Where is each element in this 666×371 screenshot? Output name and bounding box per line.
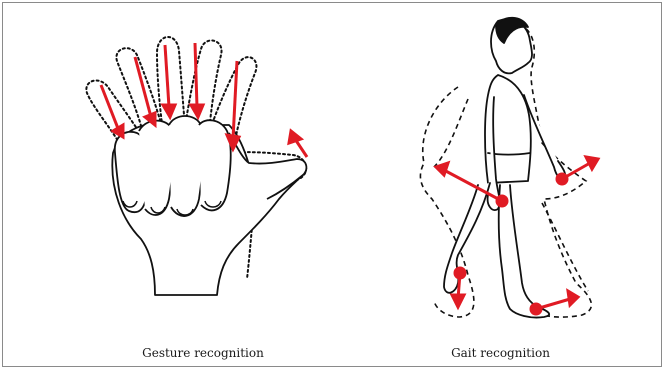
gesture-panel: Gesture recognition [53, 3, 353, 323]
joint-heel-back [455, 268, 465, 278]
joint-foot-front [531, 304, 541, 314]
arrow-index-head [191, 105, 203, 117]
back-leg [444, 183, 490, 293]
gesture-caption: Gesture recognition [53, 342, 353, 364]
arrow-pinky [101, 85, 119, 131]
ghost-back-arm [434, 99, 468, 167]
gait-panel: Gait recognition [348, 3, 653, 323]
joint-hand-front [557, 174, 567, 184]
curled-hand-solid [112, 116, 306, 295]
figure-frame: Gesture recognition [2, 2, 662, 367]
arrow-foot-front-head [568, 291, 578, 305]
arrow-hand-front-head [586, 157, 598, 169]
gait-caption: Gait recognition [348, 342, 653, 364]
arrow-middle-head [163, 105, 175, 117]
arrow-hand-back-head [436, 163, 448, 175]
curled-finger-3 [169, 116, 204, 216]
hand-gesture-icon [53, 3, 353, 323]
walking-person-icon [348, 3, 653, 323]
arrow-index [195, 43, 197, 107]
arrow-thumb-head [289, 131, 301, 143]
arrow-middle [165, 45, 169, 107]
arrow-heel-back-head [452, 295, 464, 307]
ghost-front-leg [542, 203, 588, 291]
joint-hand-back [497, 196, 507, 206]
